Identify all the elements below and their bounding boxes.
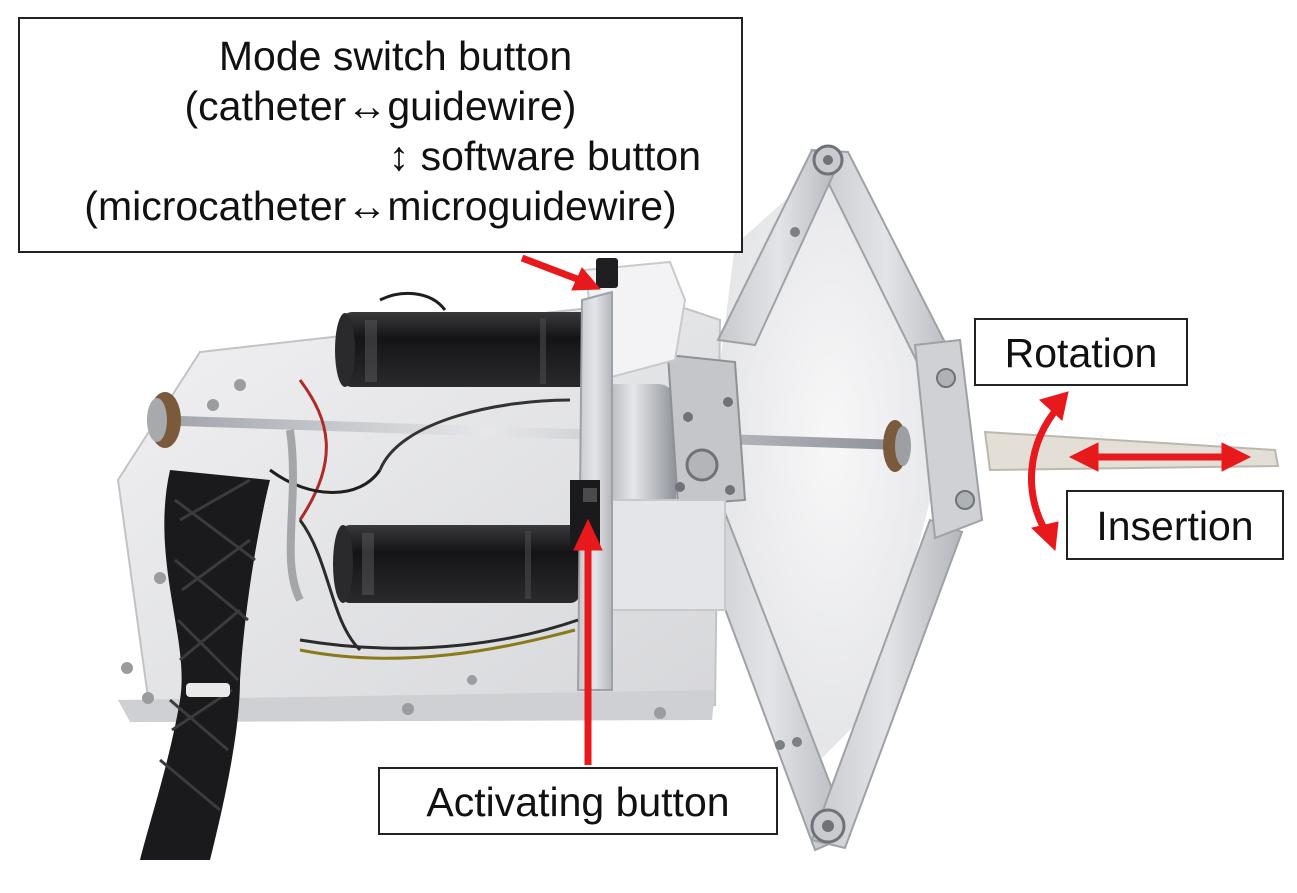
mode-switch-button	[596, 258, 618, 288]
rotation-label: Rotation	[974, 318, 1188, 386]
lower-motor	[333, 525, 580, 603]
upper-motor	[335, 312, 597, 387]
cable-bundle	[140, 470, 270, 860]
mode-switch-line-4: (microcatheter↔microguidewire)	[84, 183, 677, 229]
mode-switch-line-2: (catheter↔guidewire)	[184, 83, 577, 129]
activating-button-label: Activating button	[378, 767, 778, 835]
wiring	[269, 291, 579, 660]
activating-button	[583, 488, 597, 502]
mode-switch-line-3: ↕ software button	[388, 133, 701, 179]
central-drum	[598, 353, 747, 611]
mode-switch-callout: Mode switch button (catheter↔guidewire) …	[18, 17, 743, 253]
insertion-label: Insertion	[1066, 490, 1284, 560]
annotation-arrows	[520, 254, 1252, 765]
mode-switch-line-1: Mode switch button	[218, 33, 573, 79]
distal-bracket	[913, 338, 984, 540]
rotation-arrow	[1028, 402, 1063, 532]
scissor-linkage	[688, 144, 964, 852]
arrow-to-mode-switch	[520, 254, 587, 286]
base-plate	[116, 298, 722, 722]
